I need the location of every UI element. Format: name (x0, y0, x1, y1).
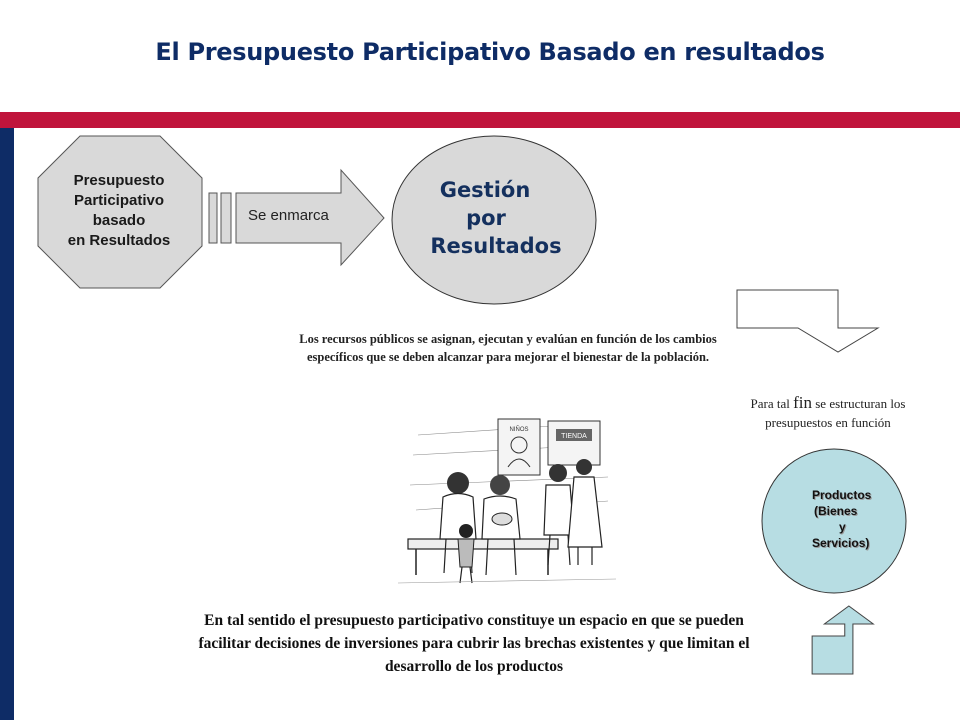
se-enmarca-arrow (235, 168, 385, 267)
productos-ellipse (761, 448, 907, 594)
productos-line: y (839, 520, 846, 534)
ellipse-line: por (466, 206, 506, 230)
octagon-line: basado (92, 212, 146, 229)
up-bent-arrow-shape (811, 605, 875, 675)
poster-right-text: TIENDA (561, 433, 587, 440)
poster-left-text: NIÑOS (509, 426, 528, 433)
ellipse-label: Gestión por Resultados (416, 176, 576, 260)
productos-label: Productos (Bienes y Servicios) (778, 487, 888, 551)
arrow-tail-bar-2 (220, 192, 232, 244)
arrow-label: Se enmarca (248, 207, 329, 224)
octagon-label: Presupuesto Participativo basado en Resu… (44, 171, 194, 251)
productos-line: Productos (812, 488, 872, 502)
fin-word: fin (793, 393, 812, 412)
gestion-ellipse (391, 135, 597, 305)
ellipse-line: Gestión (439, 178, 531, 202)
productos-line: (Bienes (814, 504, 858, 518)
arrow-tail-bar-1 (208, 192, 218, 244)
octagon-line: Participativo (73, 192, 165, 209)
down-bent-arrow (736, 289, 880, 353)
top-red-band (0, 112, 960, 128)
conclusion-text: En tal sentido el presupuesto participat… (198, 612, 750, 675)
fin-text-before: Para tal (750, 396, 794, 411)
family-waiting-illustration: NIÑOS TIENDA (398, 415, 616, 590)
octagon-shape (37, 135, 203, 289)
octagon-line: en Resultados (67, 232, 171, 249)
fin-text: Para tal fin se estructuran los presupue… (728, 393, 928, 432)
ellipse-line: Resultados (430, 234, 562, 258)
productos-line: Servicios) (812, 536, 870, 550)
page-title: El Presupuesto Participativo Basado en r… (155, 38, 825, 66)
left-blue-bar (0, 128, 14, 720)
fin-text-after: se estructuran los presupuestos en funci… (765, 396, 906, 430)
octagon-line: Presupuesto (73, 172, 165, 189)
resources-text: Los recursos públicos se asignan, ejecut… (299, 332, 717, 364)
